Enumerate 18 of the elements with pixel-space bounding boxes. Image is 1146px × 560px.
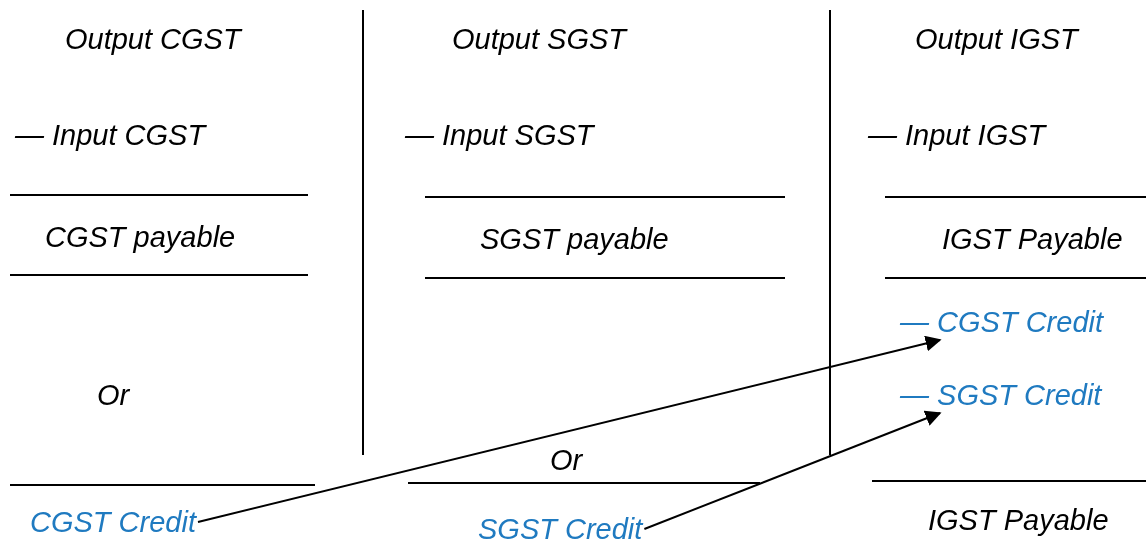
or-label: Or [97, 378, 130, 412]
credit-label: — SGST Credit [900, 378, 1102, 412]
input-tax-label: — Input SGST [405, 118, 594, 152]
arrow [643, 410, 942, 530]
output-tax-label: Output CGST [65, 22, 241, 56]
output-tax-label: Output SGST [452, 22, 627, 56]
payable-label: CGST payable [45, 220, 236, 254]
input-tax-label: — Input IGST [868, 118, 1046, 152]
output-tax-label: Output IGST [915, 22, 1078, 56]
or-label: Or [550, 443, 583, 477]
arrow [197, 335, 942, 523]
credit-label: CGST Credit [30, 505, 196, 539]
credit-label: SGST Credit [478, 512, 643, 546]
payable-label: IGST Payable [942, 222, 1123, 256]
input-tax-label: — Input CGST [15, 118, 206, 152]
credit-label: — CGST Credit [900, 305, 1104, 339]
payable-label: SGST payable [480, 222, 669, 256]
payable-label: IGST Payable [928, 503, 1109, 537]
